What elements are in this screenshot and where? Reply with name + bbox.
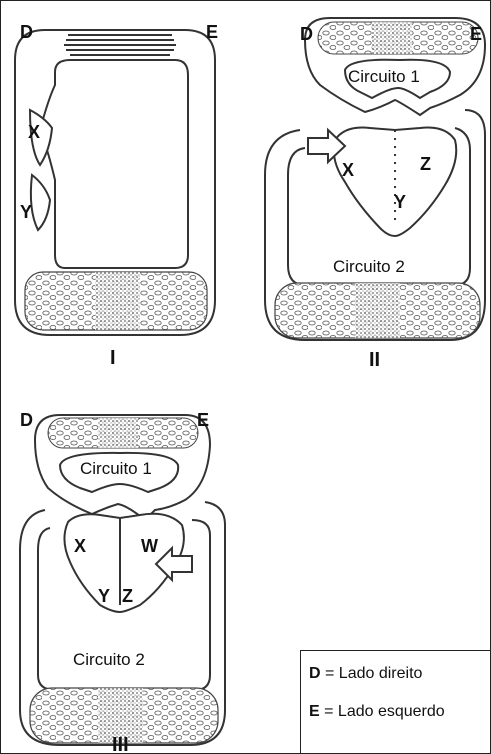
chamber-label-y: Y: [20, 202, 32, 222]
diagram-i: D E X Y I: [15, 22, 218, 369]
legend-key-e: E: [309, 703, 320, 720]
side-label-e: E: [470, 24, 482, 44]
side-label-d: D: [20, 410, 33, 430]
diagram-ii: D E Circuito 1 Circuito 2 X Y Z II: [265, 18, 485, 371]
chamber-label-z: Z: [420, 154, 431, 174]
legend-text-d: = Lado direito: [325, 665, 422, 682]
side-label-d: D: [20, 22, 33, 42]
chamber-label-y: Y: [394, 192, 406, 212]
gill-capillaries: [64, 35, 176, 55]
diagram-numeral: II: [369, 349, 380, 371]
diagram-numeral: I: [110, 347, 116, 369]
legend-text-e: = Lado esquerdo: [324, 703, 445, 720]
side-label-e: E: [197, 410, 209, 430]
chamber-label-w: W: [141, 536, 158, 556]
diagram-iii: D E Circuito 1 Circuito 2 X Y Z W III: [20, 410, 225, 754]
chamber-label-x: X: [342, 160, 354, 180]
chamber-label-y: Y: [98, 586, 110, 606]
side-label-e: E: [206, 22, 218, 42]
circuit-2-label: Circuito 2: [73, 650, 145, 669]
circuit-1-label: Circuito 1: [80, 459, 152, 478]
chamber-label-x: X: [74, 536, 86, 556]
chamber-label-x: X: [28, 122, 40, 142]
side-label-d: D: [300, 24, 313, 44]
chamber-label-z: Z: [122, 586, 133, 606]
circuit-1-label: Circuito 1: [348, 67, 420, 86]
circuit-2-label: Circuito 2: [333, 257, 405, 276]
legend-box: D = Lado direito E = Lado esquerdo: [300, 650, 490, 754]
legend-key-d: D: [309, 665, 321, 682]
legend-row-d: D = Lado direito: [309, 665, 422, 683]
legend-row-e: E = Lado esquerdo: [309, 703, 445, 721]
diagram-numeral: III: [112, 734, 129, 754]
